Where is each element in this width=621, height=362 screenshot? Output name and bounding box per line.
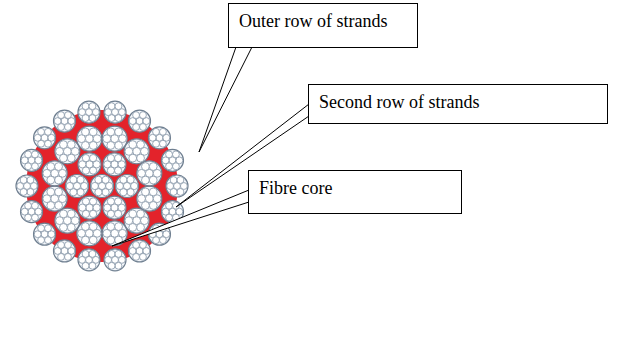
strand (91, 175, 114, 198)
strand (54, 110, 76, 132)
strand (78, 249, 100, 271)
strand (55, 208, 80, 233)
strand (137, 186, 162, 211)
callout-label: Second row of strands (319, 91, 597, 113)
strand (66, 175, 89, 198)
strand (42, 186, 67, 211)
strand (161, 149, 183, 171)
strand (21, 201, 43, 223)
leader-line (112, 190, 249, 246)
strand (77, 221, 102, 246)
strand (21, 149, 43, 171)
strand (104, 249, 126, 271)
strand (42, 161, 67, 186)
strand (166, 175, 188, 197)
strand (34, 223, 56, 245)
strand (148, 127, 170, 149)
callout-box: Outer row of strands (228, 3, 418, 48)
fibre-fill (26, 110, 178, 262)
strand (102, 126, 127, 151)
strand (103, 153, 126, 176)
strand (104, 101, 126, 123)
rope-cross-section (16, 101, 188, 271)
strand (78, 101, 100, 123)
strand (129, 240, 151, 262)
leader-lines (112, 47, 309, 246)
strand (129, 110, 151, 132)
leader-line (199, 47, 252, 152)
strand (54, 240, 76, 262)
strand (78, 153, 101, 176)
strand (103, 196, 126, 219)
callout-box: Fibre core (248, 170, 462, 214)
strand (124, 139, 149, 164)
callout-label: Fibre core (259, 177, 451, 199)
strand (34, 127, 56, 149)
strand (116, 175, 139, 198)
callout-label: Outer row of strands (239, 10, 407, 32)
strand (16, 175, 38, 197)
strand (124, 208, 149, 233)
strand (78, 196, 101, 219)
strand (77, 126, 102, 151)
strand (137, 161, 162, 186)
strand (55, 139, 80, 164)
callout-box: Second row of strands (308, 84, 608, 124)
